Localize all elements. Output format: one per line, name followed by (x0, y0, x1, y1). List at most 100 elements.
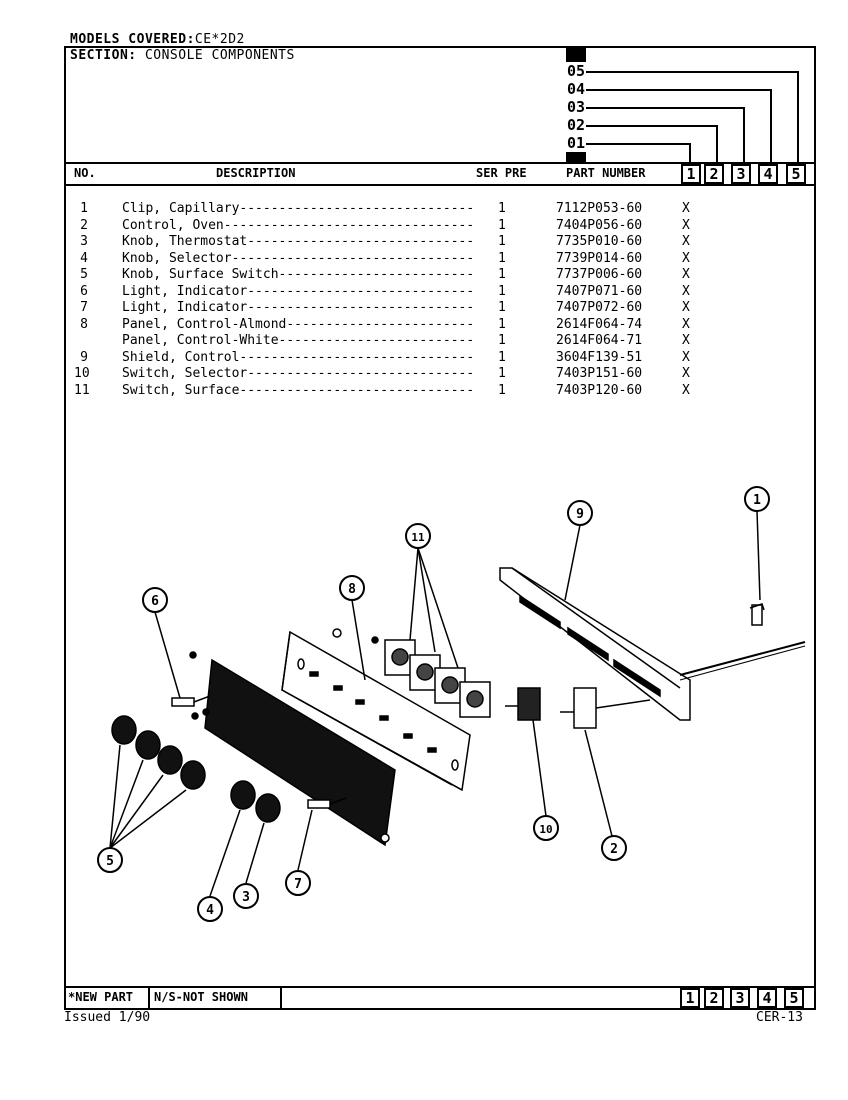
col-part-number: PART NUMBER (566, 166, 646, 180)
part-no: 4 (80, 250, 88, 266)
model-code-04: 04 (566, 80, 586, 98)
part-no: 1 (80, 201, 88, 216)
section-title: SECTION: CONSOLE COMPONENTS (70, 48, 295, 63)
model-col-1: 1 (681, 164, 701, 184)
part-qty: 1 (498, 283, 506, 299)
thermostat-knob-part (255, 793, 281, 823)
footer-model-1: 1 (680, 988, 700, 1008)
part-description: Panel, Control-Almond-------------------… (122, 316, 475, 332)
part-number: 7403P120-60 (556, 382, 643, 398)
part-qty: 1 (498, 300, 506, 315)
not-shown-note: N/S-NOT SHOWN (154, 990, 248, 1004)
part-number: 7404P056-60 (556, 217, 643, 233)
part-number: 7407P072-60 (556, 300, 643, 315)
part-description: Panel, Control-White--------------------… (122, 333, 475, 348)
models-covered-value: CE*2D2 (194, 32, 245, 47)
footer-model-2: 2 (704, 988, 724, 1008)
header-bottom-rule (64, 184, 816, 186)
part-qty: 1 (498, 382, 506, 398)
callout-7: 7 (285, 870, 311, 896)
part-qty: 1 (498, 316, 506, 332)
shield-part (499, 567, 806, 721)
part-model-mark: X (682, 234, 690, 249)
svg-text:5: 5 (106, 854, 114, 869)
part-number: 2614F064-71 (556, 333, 643, 348)
model-col-4: 4 (758, 164, 778, 184)
part-number: 7407P071-60 (556, 283, 643, 299)
footer-top-rule (64, 986, 816, 988)
part-no: 6 (80, 283, 88, 299)
col-ser-pre: SER PRE (476, 166, 527, 180)
part-model-mark: X (682, 250, 690, 266)
part-qty: 1 (498, 201, 506, 216)
part-qty: 1 (498, 349, 506, 365)
footer-divider-2 (280, 986, 282, 1008)
part-number: 7739P014-60 (556, 250, 643, 266)
part-model-mark: X (682, 316, 690, 332)
svg-text:3: 3 (242, 890, 250, 905)
part-description: Knob, Thermostat------------------------… (122, 234, 475, 249)
part-qty: 1 (498, 333, 506, 348)
part-no: 11 (74, 382, 90, 398)
header-top-rule (64, 162, 816, 164)
part-description: Shield, Control-------------------------… (122, 349, 475, 365)
svg-text:2: 2 (610, 842, 618, 857)
model-code-02: 02 (566, 116, 586, 134)
section-value: CONSOLE COMPONENTS (144, 48, 295, 63)
issued-date: Issued 1/90 (64, 1010, 151, 1025)
model-col-5: 5 (786, 164, 806, 184)
clip-part (749, 603, 765, 626)
svg-text:6: 6 (151, 594, 159, 609)
callout-11: 11 (405, 523, 431, 549)
part-model-mark: X (682, 283, 690, 299)
footer-model-4: 4 (757, 988, 777, 1008)
part-description: Light, Indicator------------------------… (122, 283, 475, 299)
svg-text:9: 9 (576, 507, 584, 522)
page-code: CER-13 (756, 1010, 803, 1025)
part-model-mark: X (682, 267, 690, 282)
model-code-03: 03 (566, 98, 586, 116)
part-description: Knob, Surface Switch--------------------… (122, 267, 475, 282)
callout-6: 6 (142, 587, 168, 613)
col-no: NO. (74, 166, 96, 180)
svg-text:1: 1 (753, 493, 761, 508)
selector-knob-part (230, 780, 256, 810)
part-no: 5 (80, 267, 88, 282)
part-model-mark: X (682, 333, 690, 348)
part-no: 7 (80, 300, 88, 315)
model-col-2: 2 (704, 164, 724, 184)
part-number: 7737P006-60 (556, 267, 643, 282)
svg-text:10: 10 (539, 823, 552, 836)
callout-4: 4 (197, 896, 223, 922)
svg-text:11: 11 (411, 531, 425, 544)
part-number: 7403P151-60 (556, 366, 643, 381)
callout-8: 8 (339, 575, 365, 601)
footer-model-3: 3 (730, 988, 750, 1008)
svg-text:4: 4 (206, 903, 214, 918)
part-model-mark: X (682, 201, 690, 216)
models-covered-label: MODELS COVERED: (70, 32, 195, 47)
page-frame (64, 46, 816, 1010)
part-qty: 1 (498, 267, 506, 282)
svg-text:8: 8 (348, 582, 356, 597)
model-leader-lines (586, 71, 799, 162)
part-qty: 1 (498, 366, 506, 381)
model-code-01: 01 (566, 134, 586, 152)
part-number: 7735P010-60 (556, 234, 643, 249)
selector-switch-part (517, 687, 541, 721)
callout-10: 10 (533, 815, 559, 841)
part-description: Light, Indicator------------------------… (122, 300, 475, 315)
part-no: 8 (80, 316, 88, 332)
part-qty: 1 (498, 217, 506, 233)
part-model-mark: X (682, 366, 690, 381)
part-description: Clip, Capillary-------------------------… (122, 201, 475, 216)
new-part-note: *NEW PART (68, 990, 134, 1004)
part-no: 10 (74, 366, 90, 381)
callout-5: 5 (97, 847, 123, 873)
callout-9: 9 (567, 500, 593, 526)
part-description: Control, Oven---------------------------… (122, 217, 475, 233)
part-model-mark: X (682, 300, 690, 315)
part-qty: 1 (498, 250, 506, 266)
part-qty: 1 (498, 234, 506, 249)
